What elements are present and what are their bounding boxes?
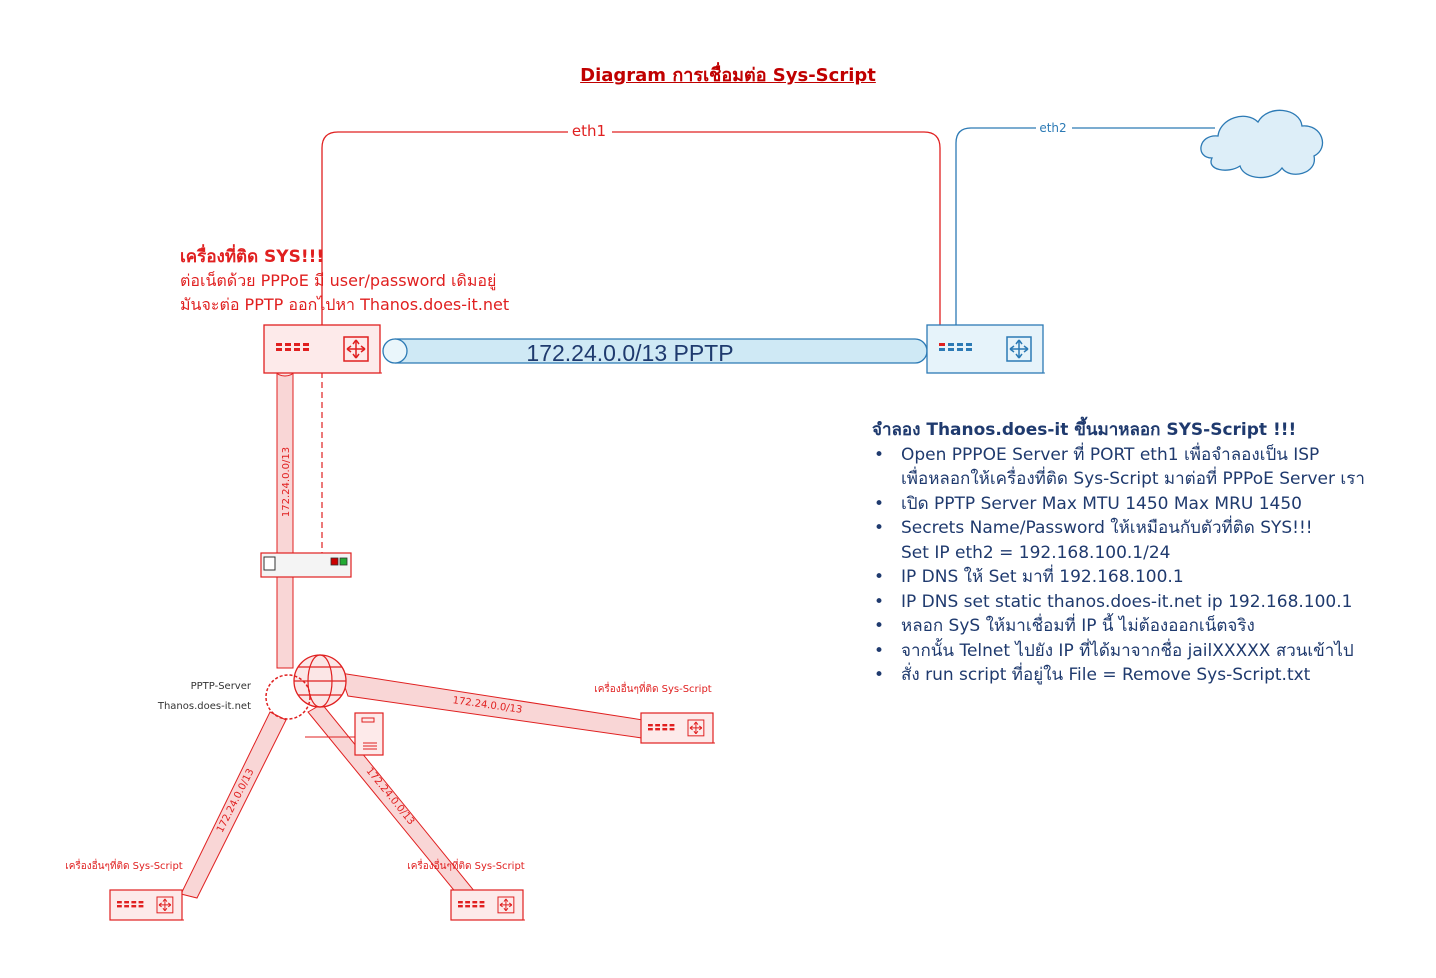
diagram-title: Diagram การเชื่อมต่อ Sys-Script (580, 65, 876, 86)
cloud-icon (1200, 109, 1324, 179)
globe-icon (265, 654, 347, 720)
list-item: •Secrets Name/Password ให้เหมือนกับตัวที… (874, 518, 1313, 563)
server-name: PPTP-Server (191, 681, 252, 692)
eth2-label: eth2 (1039, 121, 1066, 135)
tube-label-bottom-left: 172.24.0.0/13 (215, 767, 257, 835)
emulation-list: •Open PPPOE Server ที่ PORT eth1 เพื่อจำ… (872, 443, 1412, 688)
emulation-steps: จำลอง Thanos.does-it ขึ้นมาหลอก SYS-Scri… (872, 418, 1412, 688)
list-item: •จากนั้น Telnet ไปยัง IP ที่ได้มาจากชื่อ… (874, 640, 1354, 661)
eth1-link (321, 131, 941, 372)
sys-note: เครื่องที่ติด SYS!!! ต่อเน็ตด้วย PPPoE ม… (180, 245, 509, 317)
list-item: •เปิด PPTP Server Max MTU 1450 Max MRU 1… (874, 493, 1302, 514)
router-icon (263, 324, 382, 374)
sys-note-line: ต่อเน็ตด้วย PPPoE มี user/password เดิมอ… (180, 271, 497, 290)
other-device-label: เครื่องอื่นๆที่ติด Sys-Script (65, 858, 183, 872)
list-item: •หลอก SyS ให้มาเชื่อมที่ IP นี้ ไม่ต้องอ… (874, 616, 1255, 636)
tube-label-bottom-middle: 172.24.0.0/13 (364, 766, 417, 827)
router-icon (640, 712, 715, 744)
eth2-link (955, 127, 1215, 345)
router-icon (450, 889, 525, 921)
list-item: •IP DNS ให้ Set มาที่ 192.168.100.1 (874, 567, 1184, 587)
server-icon (354, 712, 384, 756)
sys-note-line: มันจะต่อ PPTP ออกไปหา Thanos.does-it.net (180, 295, 510, 314)
eth1-label: eth1 (572, 122, 606, 140)
list-item: •IP DNS set static thanos.does-it.net ip… (874, 591, 1353, 612)
tunnel-label: 172.24.0.0/13 PPTP (526, 340, 733, 366)
other-device-label: เครื่องอื่นๆที่ติด Sys-Script (407, 858, 525, 872)
server-host: Thanos.does-it.net (157, 701, 251, 712)
sys-note-heading: เครื่องที่ติด SYS!!! (180, 247, 325, 267)
list-item: •Open PPPOE Server ที่ PORT eth1 เพื่อจำ… (874, 444, 1365, 490)
emulation-heading: จำลอง Thanos.does-it ขึ้นมาหลอก SYS-Scri… (872, 420, 1297, 440)
list-item: •สั่ง run script ที่อยู่ใน File = Remove… (874, 665, 1311, 685)
modem-icon (260, 552, 352, 578)
router-icon (926, 324, 1045, 374)
tube-label-vertical: 172.24.0.0/13 (281, 447, 292, 517)
router-icon (109, 889, 184, 921)
other-device-label: เครื่องอื่นๆที่ติด Sys-Script (594, 681, 712, 695)
